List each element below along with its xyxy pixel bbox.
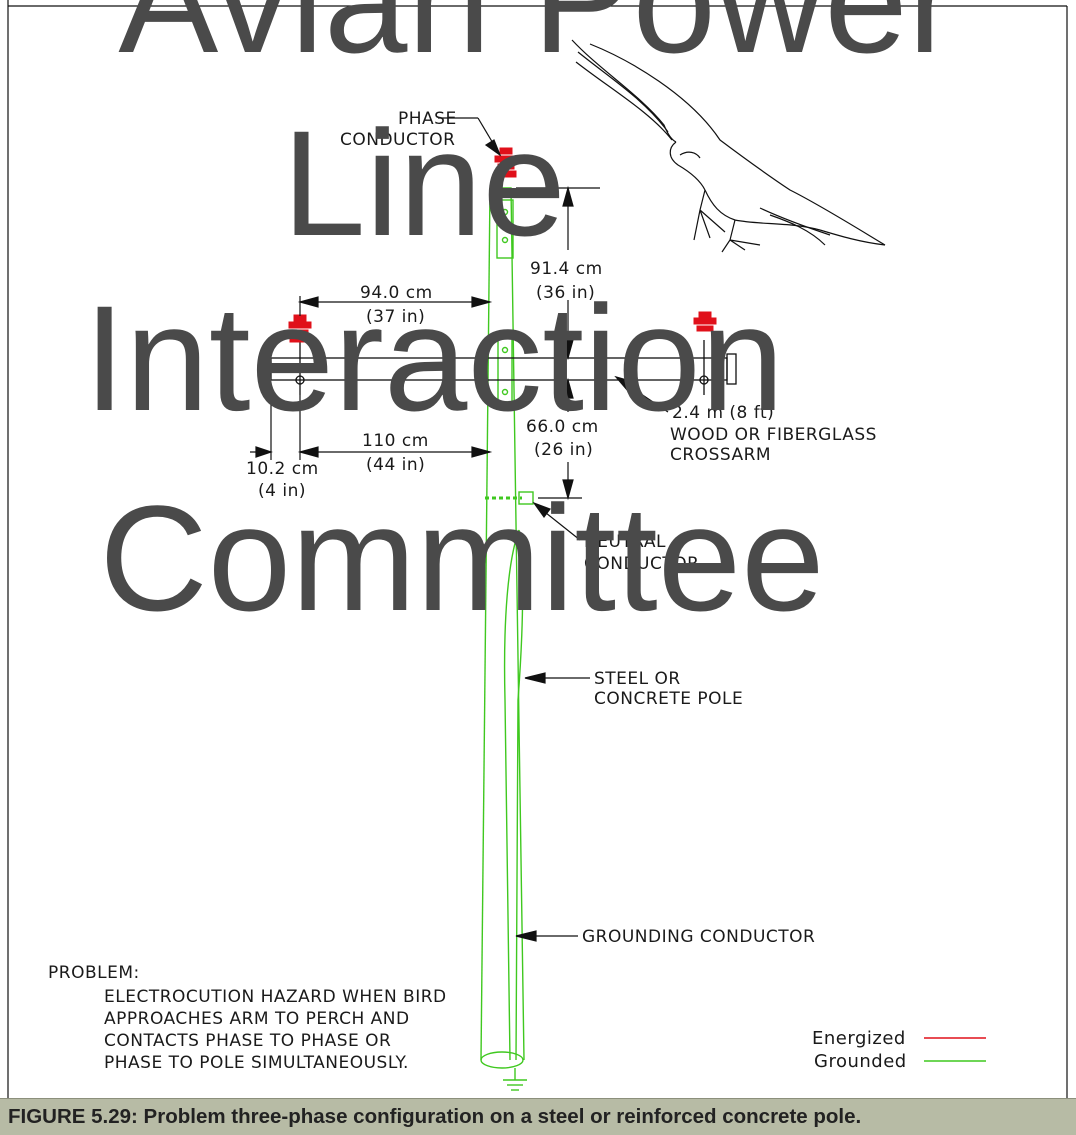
eagle-illustration <box>571 39 886 253</box>
dim-94-0-cm: 94.0 cm <box>360 283 433 303</box>
legend-grounded-label: Grounded <box>814 1051 907 1072</box>
crossarm-label-3: CROSSARM <box>670 445 771 465</box>
pole-label-1: STEEL OR <box>594 669 681 689</box>
problem-line-3: CONTACTS PHASE TO PHASE OR <box>104 1031 391 1051</box>
watermark-line-2: Line <box>282 99 566 267</box>
legend-energized-label: Energized <box>812 1028 906 1049</box>
crossarm-label-1: 2.4 m (8 ft) <box>672 403 774 423</box>
diagram-canvas: PHASE CONDUCTOR 91.4 cm (36 in) 94.0 cm … <box>7 0 1068 1098</box>
neutral-label-2: CONDUCTOR <box>584 554 699 574</box>
crossarm-label-2: WOOD OR FIBERGLASS <box>670 425 877 445</box>
grounding-label: GROUNDING CONDUCTOR <box>582 927 815 947</box>
watermark-line-1: Avian Power <box>118 0 957 84</box>
dim-10-2-cm: 10.2 cm <box>246 459 319 479</box>
insulator-top <box>494 147 518 178</box>
neutral-label-1: NEUTRAL <box>584 532 666 552</box>
legend: Energized Grounded <box>812 1028 986 1072</box>
problem-line-1: ELECTROCUTION HAZARD WHEN BIRD <box>104 987 447 1007</box>
crossarm <box>270 340 737 395</box>
watermark-line-3: Interaction <box>84 274 784 442</box>
dim-44-in: (44 in) <box>366 455 425 475</box>
pole-label-2: CONCRETE POLE <box>594 689 743 709</box>
dim-26-in: (26 in) <box>534 440 593 460</box>
phase-conductor-label-2: CONDUCTOR <box>340 130 455 150</box>
dim-110-cm: 110 cm <box>362 431 429 451</box>
insulator-right <box>693 311 717 332</box>
pole <box>480 187 534 1091</box>
figure-caption: FIGURE 5.29: Problem three-phase configu… <box>8 1105 862 1128</box>
dimension-lines <box>250 117 669 942</box>
problem-title: PROBLEM: <box>48 963 140 983</box>
figure-caption-bar: FIGURE 5.29: Problem three-phase configu… <box>0 1098 1076 1135</box>
dim-91-4-cm: 91.4 cm <box>530 259 603 279</box>
dim-36-in: (36 in) <box>536 283 595 303</box>
insulator-left <box>288 314 312 343</box>
dim-66-0-cm: 66.0 cm <box>526 417 599 437</box>
problem-line-4: PHASE TO POLE SIMULTANEOUSLY. <box>104 1053 409 1073</box>
dim-4-in: (4 in) <box>258 481 306 501</box>
watermark: Avian Power Line Interaction Committee <box>84 0 958 642</box>
watermark-line-4: Committee <box>99 474 824 642</box>
problem-line-2: APPROACHES ARM TO PERCH AND <box>104 1009 410 1029</box>
phase-conductor-label-1: PHASE <box>398 109 457 129</box>
dim-37-in: (37 in) <box>366 307 425 327</box>
